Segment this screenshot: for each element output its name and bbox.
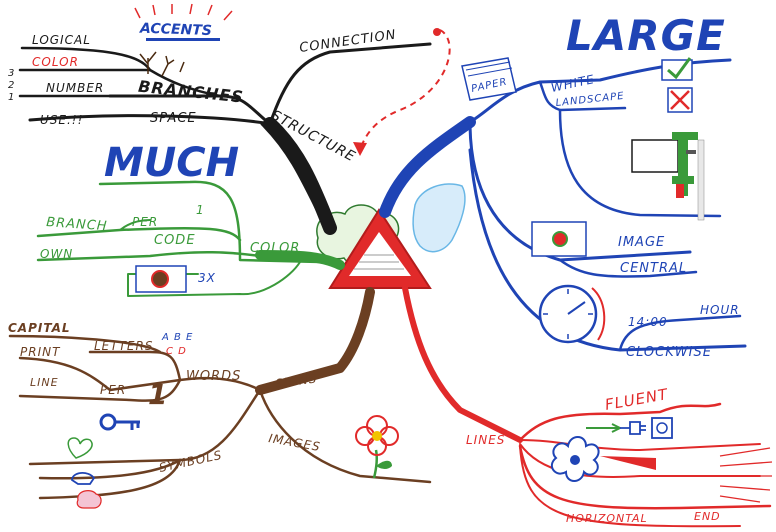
capital-label: CAPITAL bbox=[8, 321, 71, 335]
hour-label: HOUR bbox=[700, 303, 740, 317]
flower-icon bbox=[355, 415, 399, 479]
logical-label: LOGICAL bbox=[32, 33, 91, 47]
branch-label: BRANCH bbox=[46, 215, 108, 234]
horizontal-label: HORIZONTAL bbox=[566, 512, 648, 525]
number-label: NUMBER bbox=[46, 81, 104, 95]
heart-icon bbox=[67, 437, 93, 459]
abe-letters: A B E bbox=[161, 332, 193, 343]
words-label: WORDS bbox=[186, 369, 241, 384]
lines-branch bbox=[402, 285, 773, 528]
own-label: OWN bbox=[40, 247, 73, 261]
structure-branch bbox=[18, 3, 451, 235]
space-label: SPACE bbox=[150, 111, 197, 126]
clockwise-label: CLOCKWISE bbox=[626, 345, 712, 360]
number-1: 1 bbox=[8, 92, 15, 103]
images-label: IMAGES bbox=[267, 431, 321, 454]
paper-icon bbox=[461, 57, 517, 101]
large-label: LARGE bbox=[566, 11, 726, 60]
connection-arrow bbox=[359, 29, 451, 151]
much-word: MUCH bbox=[104, 140, 239, 186]
clock-icon bbox=[538, 284, 606, 344]
end-label: END bbox=[694, 510, 721, 523]
color-branch bbox=[36, 180, 345, 297]
lines-label: LINES bbox=[466, 433, 505, 447]
branches-label: BRANCHES bbox=[137, 77, 244, 107]
line-label: LINE bbox=[30, 376, 59, 389]
image-label: IMAGE bbox=[618, 235, 665, 250]
cd-letters: C D bbox=[166, 346, 187, 357]
white-label: WHITE bbox=[550, 72, 596, 95]
number-2: 2 bbox=[8, 80, 15, 91]
landscape-label: LANDSCAPE bbox=[555, 91, 625, 109]
signs-branch bbox=[8, 287, 432, 509]
color-label: COLOR bbox=[250, 241, 300, 256]
plug-icon bbox=[586, 417, 673, 439]
time-label: 14:00 bbox=[628, 315, 668, 329]
start-branch bbox=[379, 57, 747, 352]
one-brown-label: 1 bbox=[148, 378, 168, 411]
brain-icon bbox=[76, 490, 102, 509]
fluent-label: FLUENT bbox=[604, 385, 671, 414]
clamp-icon bbox=[631, 132, 705, 221]
one-green-label: 1 bbox=[196, 203, 205, 217]
central-leaf-blue bbox=[412, 183, 466, 253]
central-image-icon bbox=[531, 221, 587, 257]
letters-label: LETTERS bbox=[94, 339, 153, 353]
code-label: CODE bbox=[154, 233, 196, 248]
color-rainbow-label: COLOR bbox=[32, 55, 79, 69]
central-label: CENTRAL bbox=[620, 261, 687, 276]
central-image bbox=[316, 183, 466, 289]
branches-tree-icon bbox=[139, 51, 185, 77]
signs-label: SIGNS bbox=[274, 371, 318, 391]
flag-icon bbox=[135, 265, 187, 293]
phone-icon bbox=[71, 472, 96, 485]
print-label: PRINT bbox=[20, 345, 61, 359]
symbols-label: SYMBOLS bbox=[158, 448, 224, 475]
much-label: MUCH bbox=[104, 140, 239, 186]
start-label: START bbox=[397, 143, 441, 185]
number-3: 3 bbox=[8, 68, 15, 79]
use-label: USE.!! bbox=[40, 113, 83, 127]
per-brown-label: PER bbox=[100, 383, 126, 397]
key-icon bbox=[99, 413, 140, 431]
accents-label: ACCENTS bbox=[139, 21, 212, 40]
hand-icon bbox=[719, 447, 773, 503]
accents-rays bbox=[134, 3, 233, 21]
per-green-label: PER bbox=[132, 215, 158, 229]
times-label: 3X bbox=[198, 271, 216, 285]
color-word: COLOR bbox=[32, 55, 79, 69]
